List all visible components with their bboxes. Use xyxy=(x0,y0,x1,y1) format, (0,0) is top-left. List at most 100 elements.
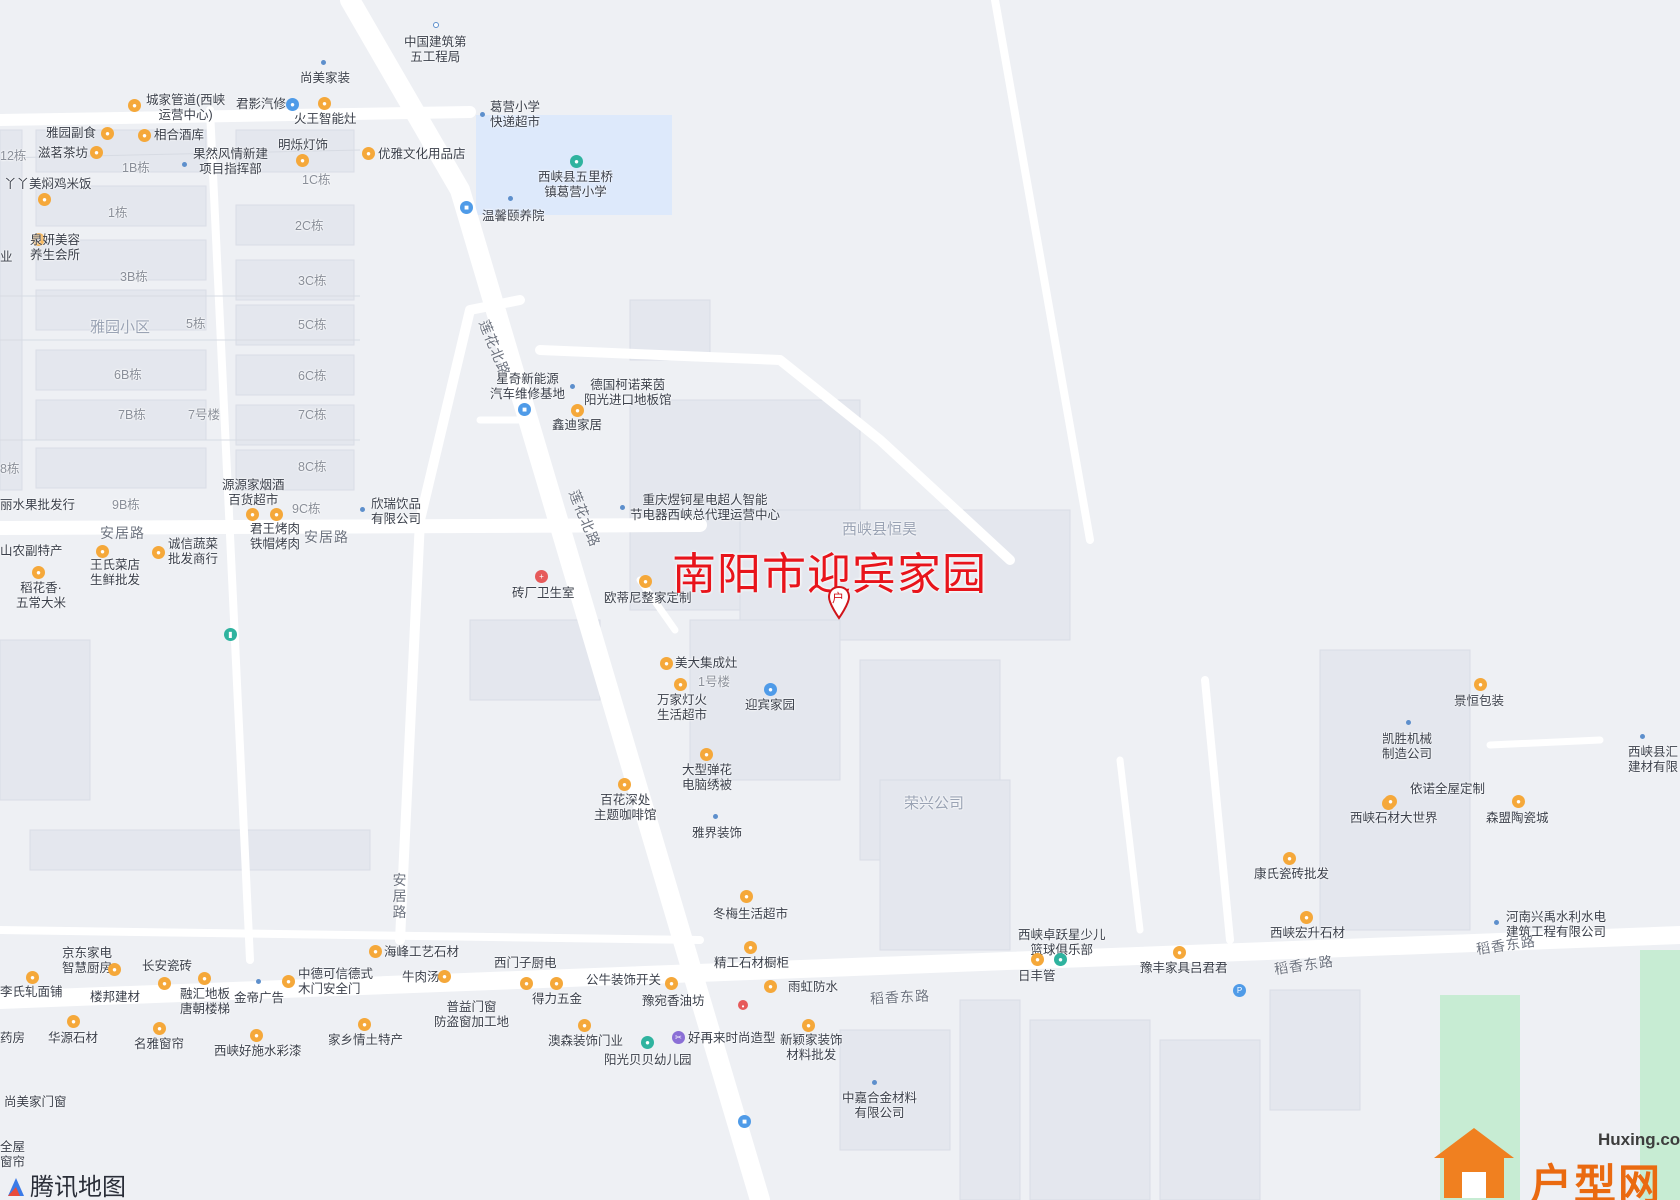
poi-label[interactable]: 丫丫美焖鸡米饭 xyxy=(4,177,92,191)
restaurant-icon[interactable]: ● xyxy=(246,508,259,521)
parking-icon[interactable]: P xyxy=(1233,984,1246,997)
poi-label[interactable]: 君影汽修 xyxy=(236,97,287,111)
poi-label[interactable]: 尚美家装 xyxy=(300,71,351,85)
shop-icon[interactable]: ● xyxy=(358,1018,371,1031)
poi-label[interactable]: 火王智能灶 xyxy=(294,112,357,126)
poi-dot[interactable] xyxy=(713,814,718,819)
shop-icon[interactable]: ● xyxy=(282,975,295,988)
shop-icon[interactable]: ● xyxy=(571,404,584,417)
shop-icon[interactable]: ● xyxy=(153,1022,166,1035)
shop-icon[interactable]: ● xyxy=(578,1019,591,1032)
kindergarten-icon[interactable]: ● xyxy=(641,1036,654,1049)
poi-label[interactable]: 普益门窗 防盗窗加工地 xyxy=(434,1000,510,1029)
poi-label[interactable]: 药房 xyxy=(0,1031,26,1045)
shop-icon[interactable]: ● xyxy=(128,99,141,112)
poi-label[interactable]: 城家管道(西峡 运营中心) xyxy=(146,93,226,122)
poi-label[interactable]: 西峡好施水彩漆 xyxy=(214,1044,302,1058)
poi-label[interactable]: 中国建筑第 五工程局 xyxy=(404,35,467,64)
poi-label[interactable]: 欣瑞饮品 有限公司 xyxy=(371,497,422,526)
poi-label[interactable]: 君王烤肉 xyxy=(250,522,301,536)
shop-icon[interactable]: ● xyxy=(1283,852,1296,865)
poi-dot[interactable] xyxy=(1406,720,1411,725)
shop-icon[interactable]: ● xyxy=(1512,795,1525,808)
poi-label[interactable]: 雅界装饰 xyxy=(692,826,743,840)
shop-icon[interactable]: ● xyxy=(101,127,114,140)
poi-label[interactable]: 铁帽烤肉 xyxy=(250,537,301,551)
shop-icon[interactable]: ● xyxy=(67,1015,80,1028)
poi-label[interactable]: 依诺全屋定制 xyxy=(1410,782,1486,796)
poi-dot[interactable] xyxy=(360,507,365,512)
shop-icon[interactable]: ● xyxy=(660,657,673,670)
shop-icon[interactable]: ● xyxy=(26,971,39,984)
shop-icon[interactable]: ● xyxy=(138,129,151,142)
poi-label[interactable]: 凯胜机械 制造公司 xyxy=(1382,732,1433,761)
cafe-icon[interactable]: ● xyxy=(90,146,103,159)
poi-label[interactable]: 百花深处 主题咖啡馆 xyxy=(594,793,657,822)
shop-icon[interactable]: ● xyxy=(520,977,533,990)
poi-label[interactable]: 源源家烟酒 百货超市 xyxy=(222,478,285,507)
poi-label[interactable]: 西峡宏升石材 xyxy=(1270,926,1346,940)
poi-label[interactable]: 迎宾家园 xyxy=(745,698,796,712)
poi-label[interactable]: 海峰工艺石材 xyxy=(384,945,460,959)
poi-label[interactable]: 澳森装饰门业 xyxy=(548,1034,624,1048)
residence-icon[interactable]: ● xyxy=(764,683,777,696)
poi-label[interactable]: 相合酒库 xyxy=(154,128,205,142)
poi-label[interactable]: 美大集成灶 xyxy=(675,656,738,670)
poi-label[interactable]: 稻花香· 五常大米 xyxy=(16,581,67,610)
shop-icon[interactable]: ● xyxy=(1384,795,1397,808)
bus-stop-icon[interactable]: ■ xyxy=(460,201,473,214)
poi-dot[interactable] xyxy=(433,22,439,28)
shop-icon[interactable]: ● xyxy=(152,546,165,559)
shop-icon[interactable]: ● xyxy=(96,545,109,558)
shop-icon[interactable]: ● xyxy=(362,147,375,160)
poi-label[interactable]: 王氏菜店 生鲜批发 xyxy=(90,558,141,587)
shop-icon[interactable]: ● xyxy=(318,97,331,110)
poi-label[interactable]: 温馨颐养院 xyxy=(482,209,545,223)
poi-label[interactable]: 雨虹防水 xyxy=(788,980,839,994)
poi-dot[interactable] xyxy=(508,196,513,201)
poi-label[interactable]: 景恒包装 xyxy=(1454,694,1505,708)
shop-icon[interactable]: ● xyxy=(369,945,382,958)
poi-label[interactable]: 新颖家装饰 材料批发 xyxy=(780,1033,843,1062)
shop-icon[interactable]: ● xyxy=(1031,953,1044,966)
shop-icon[interactable]: ● xyxy=(740,890,753,903)
poi-label[interactable]: 西峡县汇 建材有限 xyxy=(1628,745,1679,774)
poi-label[interactable]: 西峡石材大世界 xyxy=(1350,811,1438,825)
shop-icon[interactable]: ● xyxy=(158,977,171,990)
poi-label[interactable]: 万家灯火 生活超市 xyxy=(657,693,708,722)
poi-label[interactable]: 金帝广告 xyxy=(234,991,285,1005)
location-pin-icon[interactable]: 户 xyxy=(827,585,851,620)
restaurant-icon[interactable]: ● xyxy=(438,970,451,983)
poi-label[interactable]: 山农副特产 xyxy=(0,544,63,558)
poi-dot[interactable] xyxy=(570,384,575,389)
poi-label[interactable]: 欧蒂尼整家定制 xyxy=(604,591,692,605)
poi-label[interactable]: 明烁灯饰 xyxy=(278,138,329,152)
restaurant-icon[interactable]: ● xyxy=(270,508,283,521)
poi-dot[interactable] xyxy=(872,1080,877,1085)
poi-label[interactable]: 尚美家门窗 xyxy=(4,1095,67,1109)
shop-icon[interactable]: ● xyxy=(250,1029,263,1042)
poi-label[interactable]: 豫宛香油坊 xyxy=(642,994,705,1008)
poi-label[interactable]: 京东家电 智慧厨房 xyxy=(62,946,113,975)
shop-icon[interactable]: ● xyxy=(665,977,678,990)
shop-icon[interactable]: ● xyxy=(1173,946,1186,959)
shop-icon[interactable]: ● xyxy=(1474,678,1487,691)
restaurant-icon[interactable]: ● xyxy=(38,193,51,206)
poi-label[interactable]: 果然风情新建 项目指挥部 xyxy=(193,147,269,176)
shop-icon[interactable]: ● xyxy=(639,575,652,588)
poi-label[interactable]: 西峡县五里桥 镇葛营小学 xyxy=(538,170,614,199)
poi-label[interactable]: 葛营小学 快递超市 xyxy=(490,100,541,129)
poi-dot[interactable] xyxy=(480,112,485,117)
shop-icon[interactable]: ● xyxy=(32,233,45,246)
car-repair-icon[interactable]: ● xyxy=(286,98,299,111)
shop-icon[interactable]: ● xyxy=(764,980,777,993)
poi-label[interactable]: 西峡卓跃星少儿 篮球俱乐部 xyxy=(1018,928,1106,957)
poi-label[interactable]: 河南兴禹水利水电 建筑工程有限公司 xyxy=(1506,910,1607,939)
poi-label[interactable]: 日丰管 xyxy=(1018,969,1056,983)
poi-label[interactable]: 家乡情土特产 xyxy=(328,1033,404,1047)
poi-dot[interactable] xyxy=(620,505,625,510)
poi-label[interactable]: 好再来时尚造型 xyxy=(688,1031,776,1045)
poi-label[interactable]: 西门子厨电 xyxy=(494,956,557,970)
poi-label[interactable]: 冬梅生活超市 xyxy=(713,907,789,921)
